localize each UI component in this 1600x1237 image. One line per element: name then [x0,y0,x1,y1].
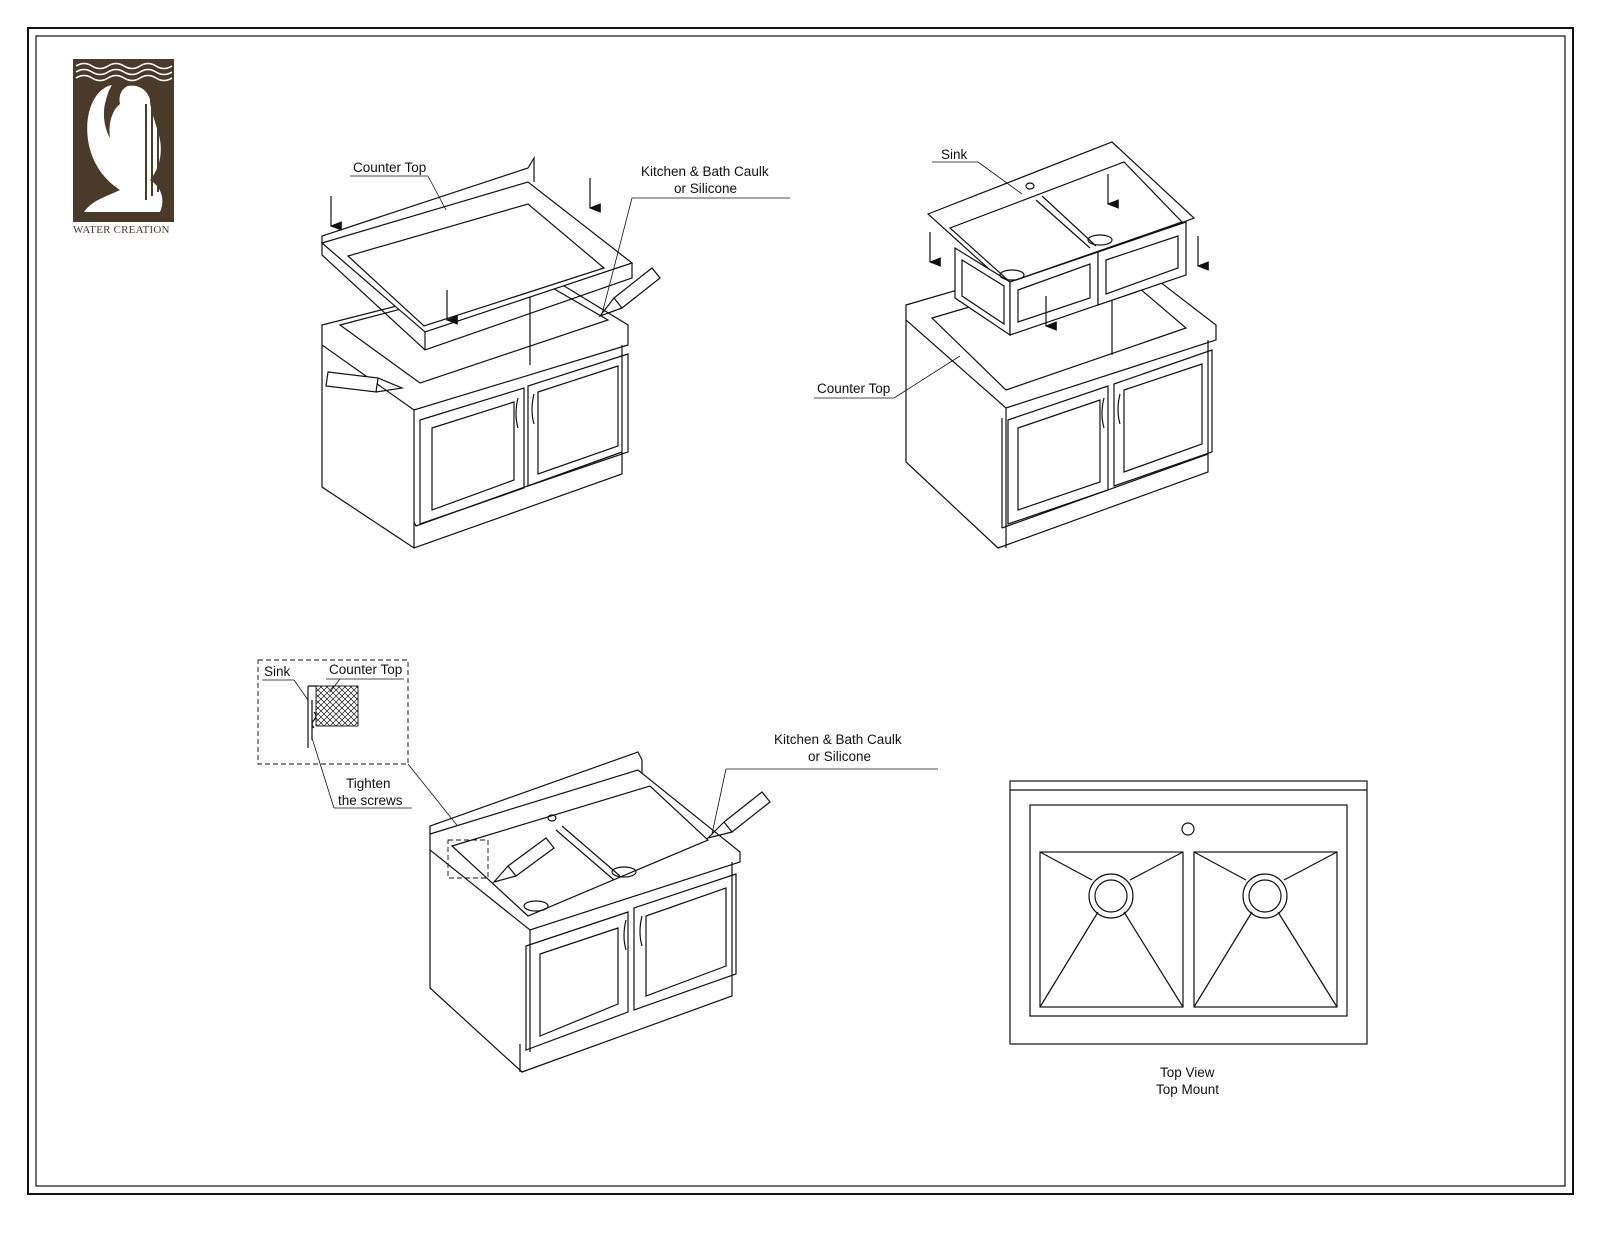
top-view-label-line1: Top View [1160,1065,1215,1080]
step1-counter-top [320,155,634,351]
step3-caulk-tube-inner [492,837,555,884]
brand-name: WATER CREATION [73,224,170,236]
step3-tighten-label-line1: Tighten [346,776,391,791]
step3-cabinet [429,751,741,1073]
step3-caulk-tube-outer [706,791,771,840]
step1-cabinet [321,269,629,549]
step2-sink-callout: Sink [932,147,1023,195]
step1-caulk-label-line2: or Silicone [674,181,737,196]
step3-caulk-callout: Kitchen & Bath Caulk or Silicone [711,732,938,835]
step2-counter-top-label: Counter Top [817,381,890,396]
step1-caulk-callout: Kitchen & Bath Caulk or Silicone [601,164,790,315]
step2-sink-label: Sink [941,147,968,162]
brand-logo: WATER CREATION [73,59,174,236]
step1-caulk-tube-right [598,267,661,318]
step3-detail-counter-top-label: Counter Top [329,662,402,677]
top-view-label-line2: Top Mount [1156,1082,1219,1097]
top-view-sink [1009,780,1368,1045]
step3-caulk-label-line2: or Silicone [808,749,871,764]
step2-counter-top-callout: Counter Top [814,355,961,399]
step1-counter-top-callout: Counter Top [350,160,447,211]
step1-arrows [329,178,601,325]
step2-sink [926,141,1196,337]
step2-arrows [928,174,1209,331]
step1-counter-top-label: Counter Top [353,160,426,175]
step1-caulk-tube-left [325,371,405,393]
step3-detail-box: Sink Counter Top [257,659,409,765]
outer-border [27,27,1574,1195]
inner-border [35,35,1566,1187]
step1-caulk-label-line1: Kitchen & Bath Caulk [641,164,769,179]
step3-tighten-label-line2: the screws [338,793,403,808]
step3-tighten-callout: Tighten the screws [311,737,412,809]
step3-detail-sink-label: Sink [264,664,291,679]
step3-caulk-label-line1: Kitchen & Bath Caulk [774,732,902,747]
